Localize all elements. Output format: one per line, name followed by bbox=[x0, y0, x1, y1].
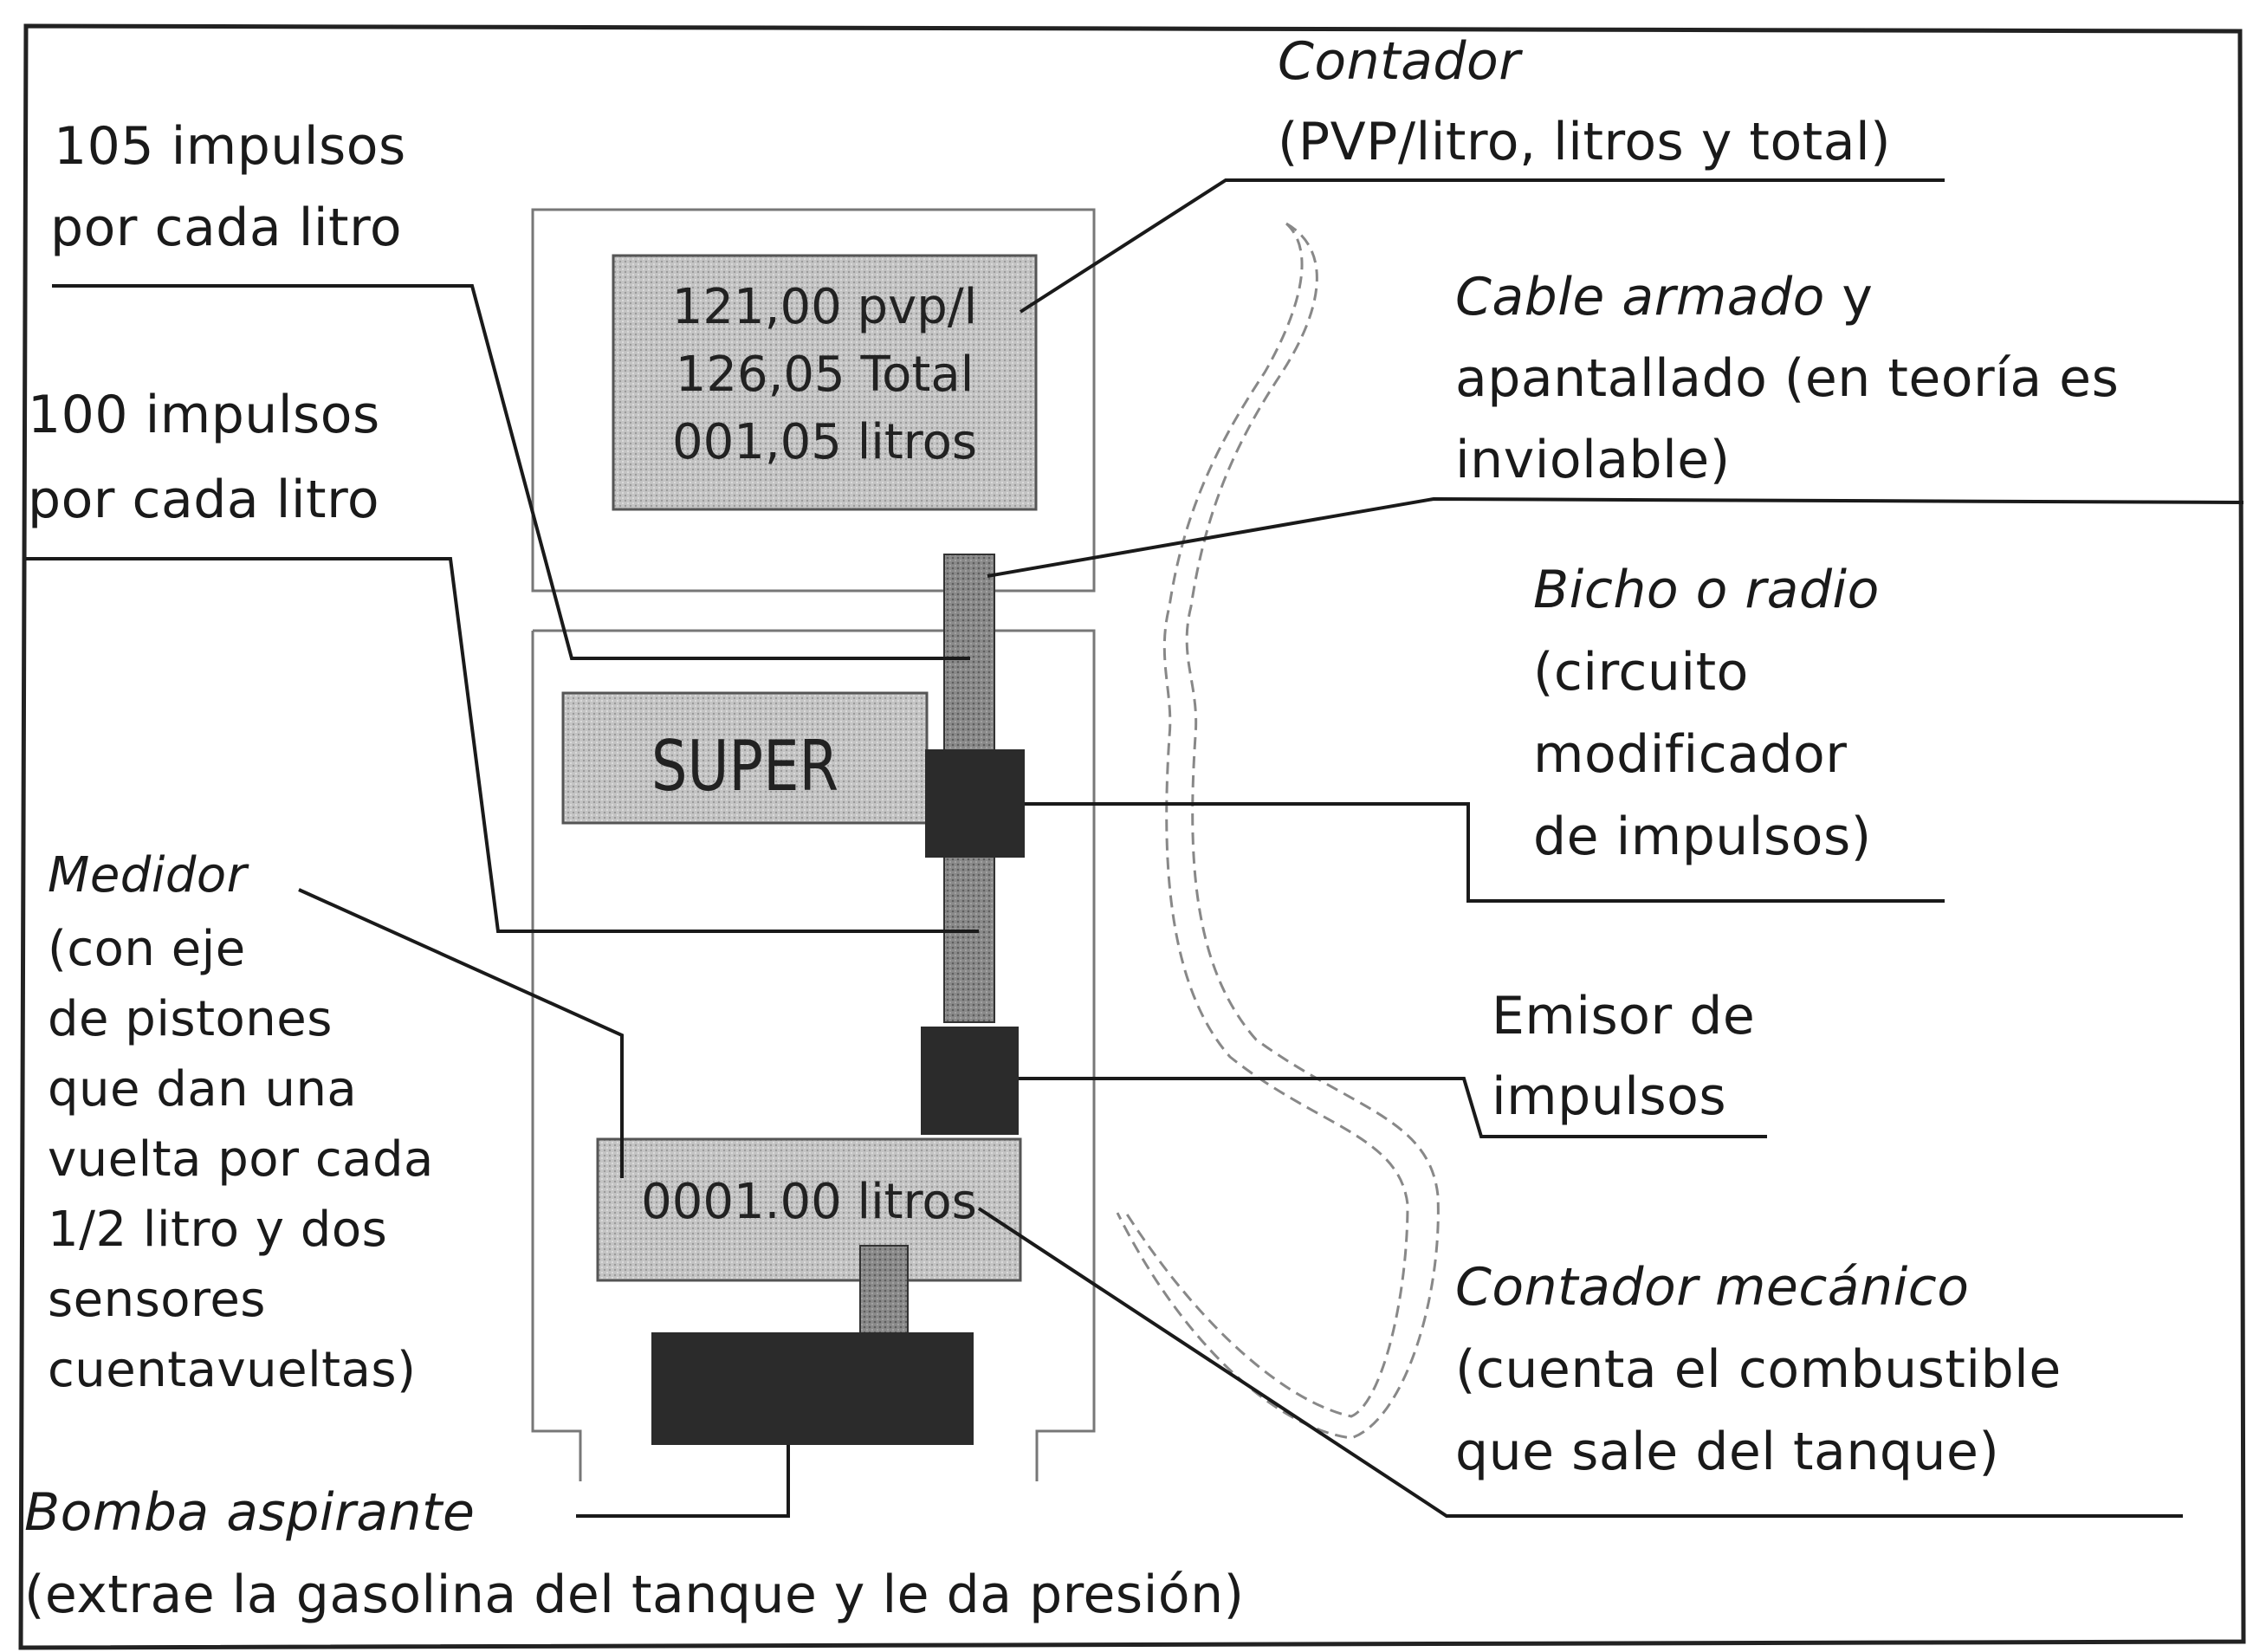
nozzle-hose-icon bbox=[1116, 222, 1440, 1440]
label-mecanico-line1: (cuenta el combustible bbox=[1455, 1339, 2062, 1400]
label-emisor-line2: impulsos bbox=[1492, 1066, 1727, 1127]
label-cable-y: y bbox=[1824, 267, 1874, 327]
price-per-liter-readout: 121,00 pvp/l bbox=[671, 279, 978, 335]
label-mecanico-line2: que sale del tanque) bbox=[1455, 1422, 2000, 1482]
label-contador-desc: (PVP/litro, litros y total) bbox=[1278, 112, 1892, 172]
liters-readout: 001,05 litros bbox=[671, 414, 978, 470]
counter-display-panel bbox=[612, 254, 1038, 511]
fuel-grade-label: SUPER bbox=[651, 726, 839, 807]
label-bicho-line2: modificador bbox=[1533, 724, 1848, 785]
label-medidor-line4: vuelta por cada bbox=[48, 1131, 434, 1188]
mechanical-counter-panel bbox=[596, 1137, 1022, 1282]
dispenser-body bbox=[531, 629, 1096, 1481]
outer-frame bbox=[18, 23, 2246, 1650]
label-bomba-title: Bomba aspirante bbox=[24, 1482, 476, 1543]
label-bicho-title: Bicho o radio bbox=[1533, 560, 1880, 620]
leader-contador bbox=[1019, 178, 1945, 314]
leader-medidor bbox=[298, 888, 624, 1178]
suction-pump bbox=[651, 1332, 974, 1445]
leader-emisor bbox=[1019, 1077, 1767, 1138]
label-100-pulses-line1: 100 impulsos bbox=[28, 385, 380, 445]
mechanical-meter-readout: 0001.00 litros bbox=[641, 1174, 977, 1230]
leader-105 bbox=[52, 284, 970, 660]
pulse-emitter-box bbox=[921, 1027, 1019, 1135]
label-medidor-line6: sensores bbox=[48, 1272, 266, 1328]
total-readout: 126,05 Total bbox=[675, 347, 974, 403]
label-medidor-line7: cuentavueltas) bbox=[48, 1342, 417, 1398]
label-bicho-line1: (circuito bbox=[1533, 642, 1749, 703]
counter-housing bbox=[531, 208, 1096, 593]
label-105-pulses-line2: por cada litro bbox=[50, 198, 403, 258]
leader-mecanico bbox=[977, 1207, 2183, 1518]
leader-cable bbox=[987, 496, 2244, 578]
label-cable-line1: Cable armado y bbox=[1455, 262, 1873, 333]
label-cable-line2: apantallado (en teoría es bbox=[1455, 348, 2120, 409]
label-cable-line3: inviolable) bbox=[1455, 430, 1731, 490]
label-emisor-line1: Emisor de bbox=[1492, 986, 1756, 1046]
label-medidor-line5: 1/2 litro y dos bbox=[48, 1202, 388, 1258]
label-medidor-line3: que dan una bbox=[48, 1061, 358, 1118]
fuel-grade-panel bbox=[561, 691, 929, 825]
bicho-circuit-box bbox=[925, 749, 1025, 858]
label-100-pulses-line2: por cada litro bbox=[28, 470, 380, 530]
label-medidor-line2: de pistones bbox=[48, 991, 333, 1047]
label-medidor-title: Medidor bbox=[48, 847, 248, 904]
label-contador-title: Contador bbox=[1278, 31, 1521, 92]
leader-lines bbox=[26, 178, 2244, 1518]
leader-100 bbox=[26, 557, 979, 933]
leader-bicho bbox=[1025, 802, 1945, 903]
label-bicho-line3: de impulsos) bbox=[1533, 807, 1872, 867]
label-bomba-desc: (extrae la gasolina del tanque y le da p… bbox=[24, 1565, 1245, 1625]
label-105-pulses-line1: 105 impulsos bbox=[54, 116, 406, 177]
leader-bomba bbox=[576, 1445, 790, 1518]
label-mecanico-title: Contador mecánico bbox=[1455, 1257, 1970, 1318]
label-cable-title: Cable armado bbox=[1455, 267, 1825, 327]
label-medidor-line1: (con eje bbox=[48, 921, 246, 977]
